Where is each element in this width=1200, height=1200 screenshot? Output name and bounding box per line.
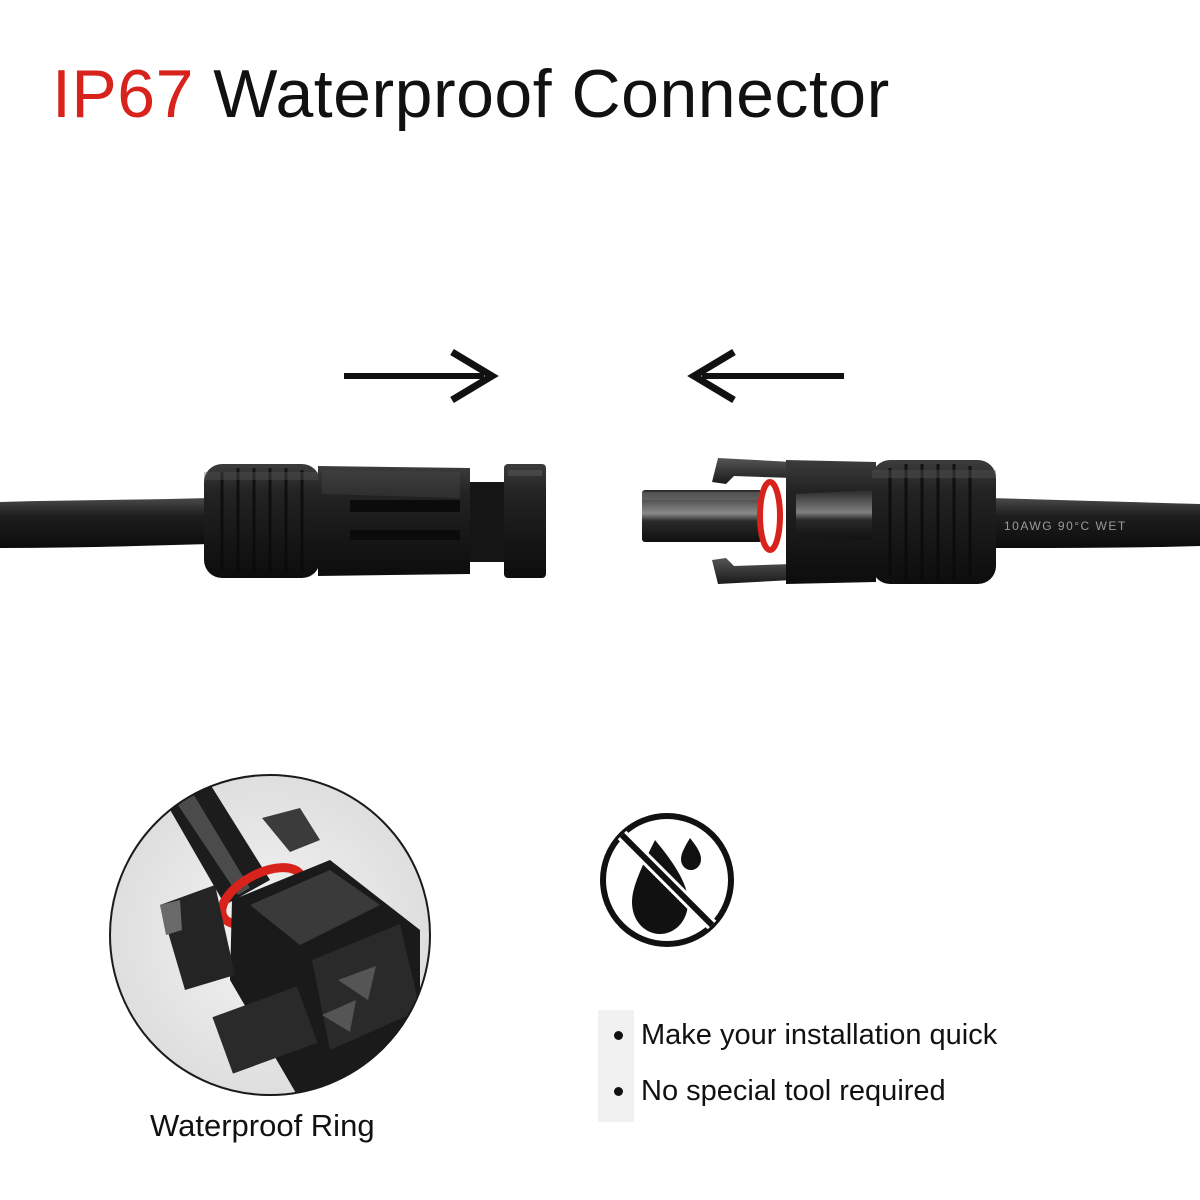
male-connector: 10AWG 90°C WET bbox=[642, 458, 1200, 584]
feature-item: No special tool required bbox=[614, 1068, 946, 1114]
zoom-caption: Waterproof Ring bbox=[150, 1108, 375, 1143]
feature-list-strip bbox=[598, 1010, 634, 1122]
title-rest: Waterproof Connector bbox=[213, 56, 890, 132]
cable-print: 10AWG 90°C WET bbox=[1004, 519, 1127, 533]
bullet-icon bbox=[614, 1030, 623, 1040]
female-connector bbox=[0, 464, 546, 578]
arrow-left-icon bbox=[687, 348, 844, 404]
feature-text: Make your installation quick bbox=[641, 1018, 998, 1051]
arrow-right-icon bbox=[344, 348, 499, 404]
page-title: IP67 Waterproof Connector bbox=[52, 52, 890, 136]
waterproof-ring-zoom bbox=[109, 774, 431, 1096]
feature-list: Make your installation quick No special … bbox=[598, 1010, 1038, 1122]
bullet-icon bbox=[614, 1086, 623, 1096]
feature-item: Make your installation quick bbox=[614, 1012, 997, 1058]
no-water-drop-icon bbox=[600, 813, 734, 947]
feature-text: No special tool required bbox=[641, 1074, 946, 1107]
title-accent: IP67 bbox=[52, 56, 194, 132]
